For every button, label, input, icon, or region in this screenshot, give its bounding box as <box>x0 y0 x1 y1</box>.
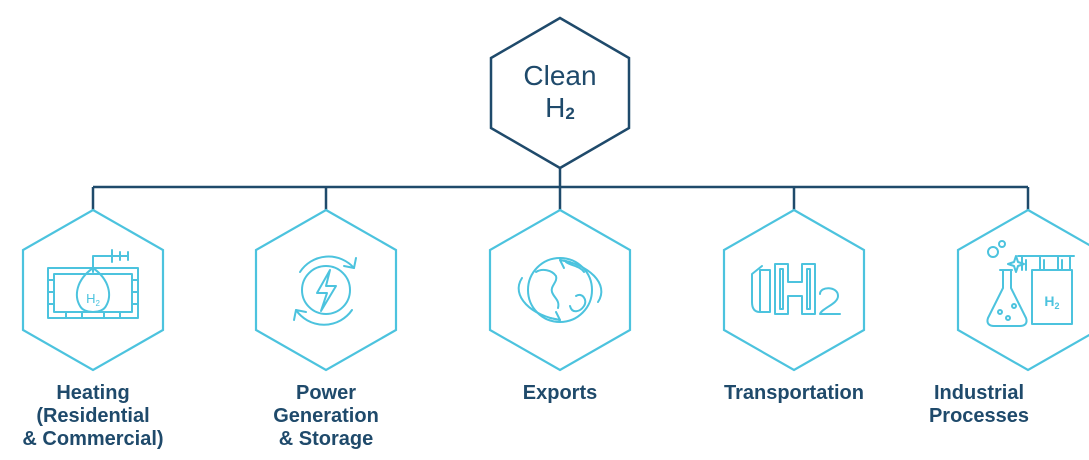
connector-lines <box>91 168 1030 210</box>
globe-arrows-icon <box>517 257 603 323</box>
root-title-line1: Clean <box>523 60 597 91</box>
branch-hexagon-power <box>254 208 398 372</box>
branch-hexagon-exports <box>488 208 632 372</box>
branch-label-transportation: Transportation <box>723 382 864 404</box>
branch-label-power: Power Generation & Storage <box>273 382 379 450</box>
root-title: Clean H2 <box>460 60 660 130</box>
root-title-line2: H2 <box>545 92 575 123</box>
branch-label-industrial: Industrial Processes <box>928 382 1030 427</box>
industrial-icon-h2-text: H2 <box>1044 293 1059 311</box>
furnace-flame-h2-icon <box>47 249 139 319</box>
branch-hexagon-industrial <box>956 208 1089 372</box>
heating-icon-h2-text: H2 <box>86 291 100 308</box>
branch-hexagon-heating <box>21 208 165 372</box>
branch-hexagon-transportation <box>722 208 866 372</box>
flask-test-tubes-h2-icon <box>986 240 1075 327</box>
fuel-nozzle-h2-icon <box>751 263 841 315</box>
branch-label-heating: Heating (Residential & Commercial) <box>22 382 164 450</box>
branch-label-exports: Exports <box>522 382 598 404</box>
lightning-cycle-icon <box>293 255 357 326</box>
